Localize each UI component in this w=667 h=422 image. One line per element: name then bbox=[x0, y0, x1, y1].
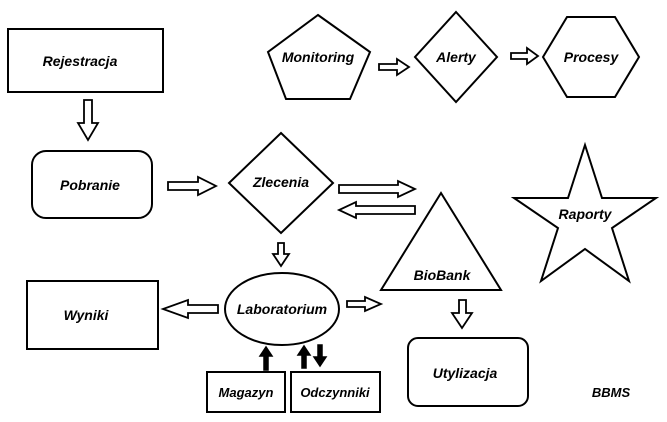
node-magazyn: Magazyn bbox=[206, 371, 286, 413]
node-raporty-label: Raporty bbox=[559, 206, 613, 222]
node-alerty: Alerty bbox=[413, 10, 499, 104]
node-raporty: Raporty bbox=[510, 141, 660, 284]
node-pobranie: Pobranie bbox=[31, 150, 153, 219]
node-utylizacja: Utylizacja bbox=[407, 337, 529, 407]
node-magazyn-label: Magazyn bbox=[219, 385, 274, 400]
node-pobranie-label: Pobranie bbox=[60, 177, 120, 193]
node-zlecenia-label: Zlecenia bbox=[252, 174, 309, 190]
arrow-biobank-zlecenia bbox=[336, 200, 416, 220]
node-rejestracja-label: Rejestracja bbox=[43, 53, 118, 69]
arrow-laboratorium-wyniki bbox=[160, 298, 219, 320]
arrow-laboratorium-odczynniki bbox=[312, 344, 328, 368]
footer-label: BBMS bbox=[592, 385, 631, 400]
node-biobank: BioBank bbox=[379, 191, 503, 291]
node-odczynniki-label: Odczynniki bbox=[300, 385, 370, 400]
arrow-odczynniki-laboratorium bbox=[296, 344, 312, 369]
node-wyniki: Wyniki bbox=[26, 280, 159, 350]
arrow-monitoring-alerty bbox=[378, 57, 411, 77]
arrow-zlecenia-biobank bbox=[338, 179, 418, 199]
node-zlecenia: Zlecenia bbox=[227, 131, 335, 235]
node-odczynniki: Odczynniki bbox=[290, 371, 381, 413]
arrow-zlecenia-laboratorium bbox=[271, 242, 291, 268]
arrow-alerty-procesy bbox=[510, 46, 540, 66]
node-monitoring-label: Monitoring bbox=[282, 49, 355, 65]
node-monitoring: Monitoring bbox=[266, 13, 372, 100]
arrow-laboratorium-biobank bbox=[346, 295, 384, 313]
node-biobank-label: BioBank bbox=[414, 267, 472, 283]
node-procesy: Procesy bbox=[541, 16, 641, 98]
node-procesy-label: Procesy bbox=[564, 49, 620, 65]
node-alerty-label: Alerty bbox=[435, 49, 477, 65]
arrow-pobranie-zlecenia bbox=[167, 175, 219, 197]
node-rejestracja: Rejestracja bbox=[7, 28, 164, 93]
node-laboratorium: Laboratorium bbox=[224, 272, 340, 346]
node-laboratorium-label: Laboratorium bbox=[237, 301, 327, 317]
arrow-rejestracja-pobranie bbox=[76, 99, 100, 142]
arrow-biobank-utylizacja bbox=[450, 299, 474, 330]
node-wyniki-label: Wyniki bbox=[64, 307, 110, 323]
node-utylizacja-label: Utylizacja bbox=[433, 365, 498, 381]
arrow-magazyn-laboratorium bbox=[258, 345, 274, 371]
